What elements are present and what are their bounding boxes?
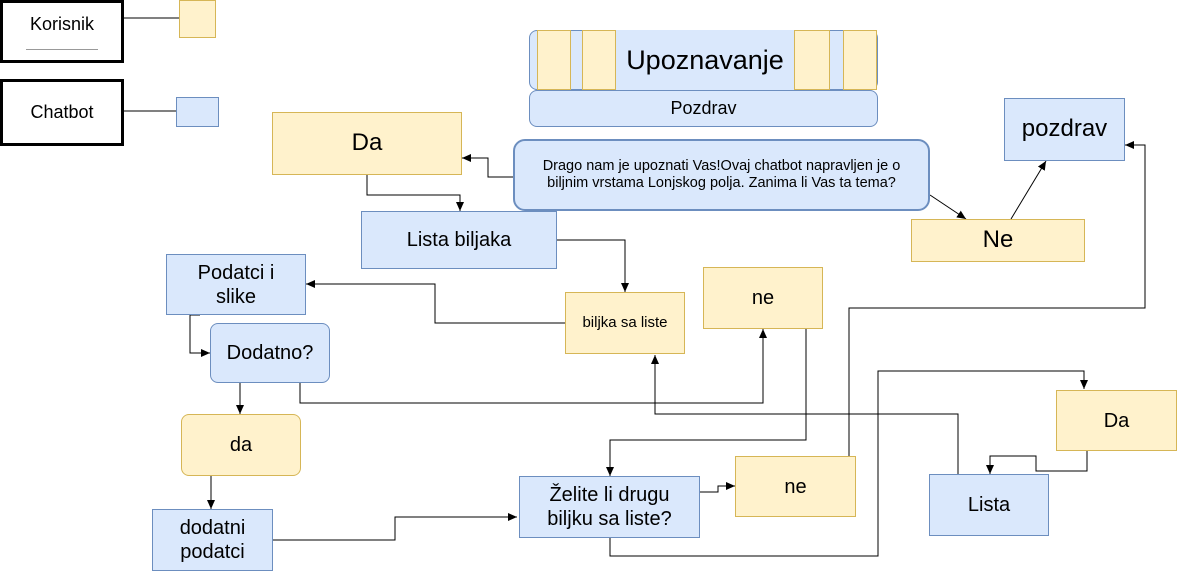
edge-ne-to-zelite [606, 329, 807, 476]
upoznavanje-title: Upoznavanje [616, 30, 794, 90]
answer-ne-mid: ne [703, 267, 823, 329]
edge-ne-to-pozdrav [1010, 160, 1047, 220]
edge-podatci-to-dodatno [189, 314, 210, 357]
legend-bot-box: Chatbot [0, 79, 124, 146]
edge-intro-to-da [462, 154, 513, 178]
dodatno-node: Dodatno? [210, 323, 330, 383]
edge-ne-to-pozdrav-return [848, 141, 1146, 456]
edge-biljka-to-podatci [306, 280, 565, 324]
answer-da-top: Da [272, 112, 462, 175]
dodatni-podatci-node: dodatni podatci [152, 509, 273, 571]
intro-message: Drago nam je upoznati Vas!Ovaj chatbot n… [513, 139, 930, 211]
edge-dodatni-to-zelite [273, 513, 517, 541]
lista-biljaka-node: Lista biljaka [361, 211, 557, 269]
legend-user-box: Korisnik [0, 0, 124, 63]
edge-zelite-to-ne [700, 482, 735, 493]
legend-bot-swatch [176, 97, 219, 127]
edge-da-to-lista [986, 451, 1088, 474]
legend-user-underline [26, 48, 98, 50]
edge-lista-to-biljka [557, 239, 629, 292]
legend-bot-label: Chatbot [30, 102, 94, 122]
lista-node: Lista [929, 474, 1049, 536]
edge-lista-to-biljka [651, 355, 959, 474]
answer-ne-bottom: ne [735, 456, 856, 517]
edge-dodatno-to-ne [299, 329, 767, 404]
answer-ne-top: Ne [911, 219, 1085, 262]
biljka-sa-liste-node: biljka sa liste [565, 292, 685, 354]
legend-user-swatch [179, 0, 216, 38]
answer-da-mid: da [181, 414, 301, 476]
legend-user-label: Korisnik [29, 13, 95, 34]
header-deco-1 [537, 30, 571, 90]
podatci-i-slike-node: Podatci i slike [166, 254, 306, 315]
header-deco-2 [582, 30, 616, 90]
edge-zelite-to-da [609, 370, 1088, 557]
zelite-li-node: Želite li drugu biljku sa liste? [519, 476, 700, 538]
header-deco-3 [794, 30, 830, 90]
pozdrav-node: pozdrav [1004, 98, 1125, 161]
header-deco-4 [843, 30, 877, 90]
answer-da-right: Da [1056, 390, 1177, 451]
edge-intro-to-ne [929, 194, 967, 220]
pozdrav-header: Pozdrav [529, 90, 878, 127]
edge-da-to-lista-biljaka [366, 175, 464, 211]
